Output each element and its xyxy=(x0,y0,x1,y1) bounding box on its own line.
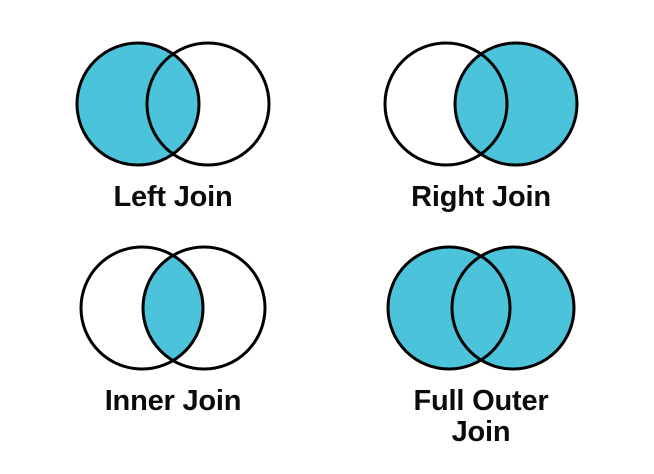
join-label-full-outer-join: Full Outer Join xyxy=(413,385,549,448)
join-diagram-inner-join: Inner Join xyxy=(20,238,326,417)
join-label-inner-join: Inner Join xyxy=(104,385,242,417)
right-set-fill xyxy=(455,43,577,165)
left-set-outline xyxy=(383,41,509,167)
venn-left-join xyxy=(68,34,278,174)
join-diagram-full-outer-join: Full Outer Join xyxy=(328,238,634,447)
left-set-outline xyxy=(386,245,512,371)
join-label-left-join: Left Join xyxy=(113,181,233,213)
venn-right-join xyxy=(376,34,586,174)
intersection-fill xyxy=(143,247,203,369)
join-diagram-right-join: Right Join xyxy=(328,34,634,213)
right-set-outline xyxy=(141,245,267,371)
right-set-outline xyxy=(145,41,271,167)
venn-inner-join xyxy=(68,238,278,378)
left-set-outline xyxy=(75,41,201,167)
join-label-right-join: Right Join xyxy=(411,181,551,213)
right-set-outline xyxy=(453,41,579,167)
venn-full-outer-join xyxy=(376,238,586,378)
join-diagram-left-join: Left Join xyxy=(20,34,326,213)
right-set-fill xyxy=(452,247,574,369)
right-set-outline xyxy=(450,245,576,371)
left-set-fill xyxy=(77,43,199,165)
left-set-outline xyxy=(79,245,205,371)
